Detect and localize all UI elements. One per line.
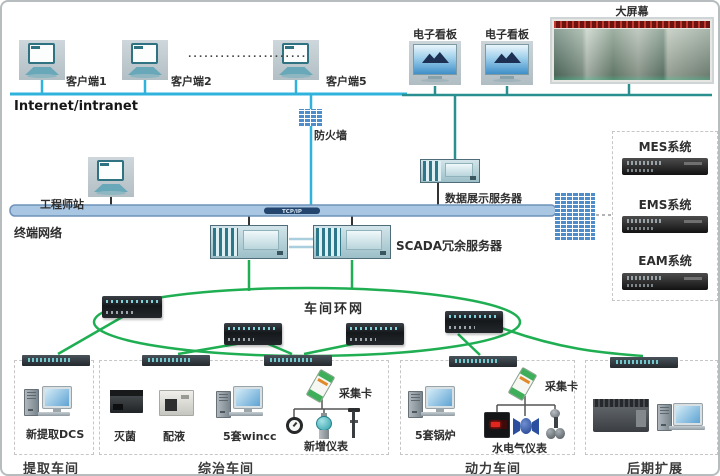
ems-system-label: EMS系统 <box>638 198 692 212</box>
workshop-dongli-label: 动力车间 <box>465 462 522 476</box>
client1-computer-icon <box>19 40 65 80</box>
big-screen-banner <box>554 21 710 28</box>
ring-switch1-icon <box>102 296 162 318</box>
dcs-tower-icon <box>24 389 39 416</box>
terminal-network-label: 终端网络 <box>14 226 63 240</box>
big-screen <box>550 17 714 84</box>
dcs-keyboard-icon <box>38 412 70 416</box>
ring-switch2-icon <box>224 323 282 345</box>
wincc-label: 5套wincc <box>223 430 277 443</box>
boiler-keyboard-icon <box>421 412 455 416</box>
eboard1-icon <box>409 41 461 85</box>
eboard2-icon <box>481 41 533 85</box>
sterilizer-plc-icon <box>110 390 143 413</box>
eboard1-label: 电子看板 <box>413 28 457 41</box>
access-switch1-icon <box>22 355 90 366</box>
ring-to-switch5 <box>498 325 644 358</box>
client5-computer-icon <box>273 40 319 80</box>
dispensing-label: 配液 <box>163 430 185 443</box>
utility-meters-label: 水电气仪表 <box>492 442 547 455</box>
daq-card1-label: 采集卡 <box>339 387 372 400</box>
big-screen-image <box>554 29 710 80</box>
firewall-wall-icon <box>555 193 595 240</box>
ring-network-label: 车间环网 <box>304 302 365 317</box>
ring-to-switch4 <box>457 333 481 356</box>
scada-server2-icon <box>313 225 391 259</box>
gas-meter-icon <box>546 409 565 439</box>
access-switch3-icon <box>264 355 332 366</box>
ring-to-switch1 <box>57 314 125 356</box>
workshop-tiqu-label: 提取车间 <box>23 462 80 476</box>
expansion-tower-icon <box>657 404 672 431</box>
digital-meter-icon <box>484 412 510 438</box>
systems-panel <box>612 131 718 301</box>
bus-protocol-label: TCP/IP <box>282 209 302 215</box>
flow-meter-icon <box>513 416 539 437</box>
workshop-houqi-label: 后期扩展 <box>627 462 684 476</box>
client2-computer-icon <box>122 40 168 80</box>
engineer-station-icon <box>88 157 134 197</box>
sterilizer-label: 灭菌 <box>114 430 136 443</box>
boiler-label: 5套锅炉 <box>415 429 456 442</box>
new-instruments-label: 新增仪表 <box>304 440 348 453</box>
daq-card2-label: 采集卡 <box>545 380 578 393</box>
firewall-label: 防火墙 <box>314 129 347 142</box>
transmitter-icon <box>314 413 334 439</box>
client2-label: 客户端2 <box>171 75 212 88</box>
data-display-server-label: 数据展示服务器 <box>445 192 522 205</box>
data-display-server-icon <box>420 159 480 183</box>
expansion-keyboard-icon <box>669 426 705 430</box>
internet-label: Internet/intranet <box>14 99 138 114</box>
access-switch4-icon <box>449 356 517 367</box>
wincc-tower-icon <box>216 391 231 418</box>
workshop-zongzhi-label: 综治车间 <box>198 462 255 476</box>
ring-switch3-icon <box>346 323 404 345</box>
pressure-gauge-icon <box>286 417 303 434</box>
boiler-tower-icon <box>408 391 423 418</box>
scada-label: SCADA冗余服务器 <box>396 239 502 253</box>
eam-system-label: EAM系统 <box>638 254 692 268</box>
workshop-box-zongzhi <box>99 360 389 455</box>
expansion-plc-icon <box>593 399 649 432</box>
access-switch5-icon <box>610 357 678 368</box>
mes-system-label: MES系统 <box>638 140 692 154</box>
temperature-probe-icon <box>347 408 361 439</box>
wincc-monitor-icon <box>233 386 263 409</box>
clients-ellipsis: ...................... <box>188 50 308 60</box>
eboard2-label: 电子看板 <box>485 28 529 41</box>
access-switch2-icon <box>142 355 210 366</box>
ems-server-icon <box>622 216 708 233</box>
instrument-lines-dongli <box>496 396 556 416</box>
bus-protocol-band <box>264 207 320 214</box>
firewall-icon <box>299 109 323 126</box>
engineer-station-label: 工程师站 <box>40 198 84 211</box>
expansion-monitor-icon <box>673 403 703 426</box>
boiler-monitor-icon <box>425 386 455 409</box>
eam-server-icon <box>622 273 708 290</box>
dcs-monitor-icon <box>42 386 72 409</box>
dcs-label: 新提取DCS <box>26 428 85 441</box>
scada-server1-icon <box>210 225 288 259</box>
client5-label: 客户端5 <box>326 75 367 88</box>
big-screen-label: 大屏幕 <box>615 5 649 18</box>
wincc-keyboard-icon <box>229 412 263 416</box>
client1-label: 客户端1 <box>66 75 107 88</box>
ring-switch4-icon <box>445 311 503 333</box>
dispensing-plc-icon <box>159 390 194 416</box>
mes-server-icon <box>622 158 708 175</box>
